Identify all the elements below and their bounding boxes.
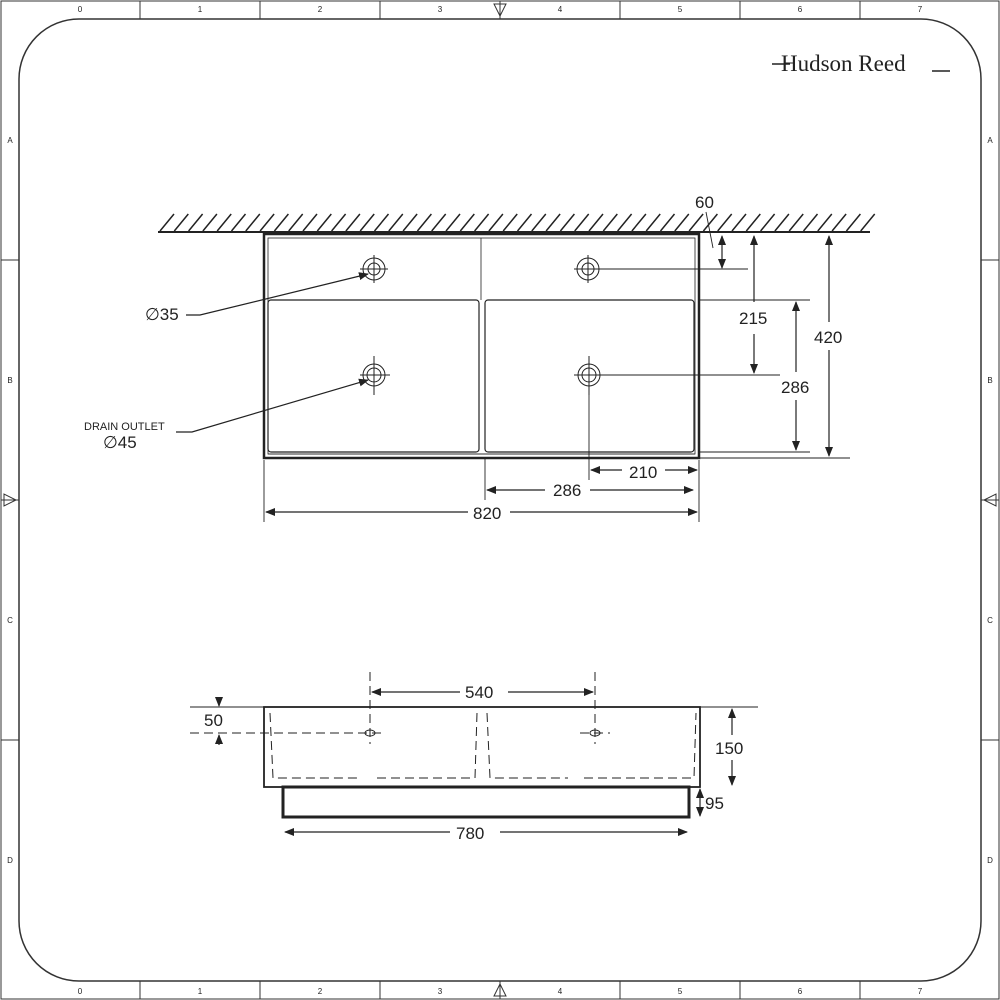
front-view-labels: 540 50 150 95 780 bbox=[204, 683, 743, 843]
dim-bowl-width: 286 bbox=[553, 481, 581, 500]
grid-column-label: 7 bbox=[918, 5, 923, 14]
drain-left bbox=[360, 356, 390, 395]
brand-name: Hudson Reed bbox=[781, 51, 906, 76]
grid-row-label: C bbox=[7, 616, 13, 625]
grid-column-label: 7 bbox=[918, 987, 923, 996]
grid-row-label: D bbox=[987, 856, 993, 865]
grid-row-label: B bbox=[7, 376, 12, 385]
grid-column-label: 0 bbox=[78, 987, 83, 996]
tap-hole-right bbox=[574, 255, 602, 283]
drain-outlet-label: DRAIN OUTLET bbox=[84, 421, 165, 433]
grid-column-label: 4 bbox=[558, 5, 563, 14]
dim-basin-height: 150 bbox=[715, 739, 743, 758]
grid-column-label: 5 bbox=[678, 5, 683, 14]
grid-column-label: 2 bbox=[318, 987, 323, 996]
grid-row-label: D bbox=[7, 856, 13, 865]
drain-right bbox=[574, 356, 604, 395]
dim-tap-from-wall: 60 bbox=[695, 193, 714, 212]
dim-bowl-depth: 286 bbox=[781, 378, 809, 397]
dim-drain-from-wall: 215 bbox=[739, 309, 767, 328]
wall-hatching bbox=[159, 213, 876, 232]
dim-total-width: 820 bbox=[473, 504, 501, 523]
grid-row-label: B bbox=[987, 376, 992, 385]
grid-column-label: 6 bbox=[798, 5, 803, 14]
grid-column-label: 5 bbox=[678, 987, 683, 996]
tap-hole-diameter-label: ∅35 bbox=[145, 305, 179, 324]
grid-column-label: 2 bbox=[318, 5, 323, 14]
brand-logo: Hudson Reed bbox=[772, 51, 950, 76]
front-view bbox=[190, 672, 758, 836]
dim-plinth-height: 95 bbox=[705, 794, 724, 813]
plan-view-labels: ∅35 DRAIN OUTLET ∅45 60 215 286 420 210 … bbox=[84, 193, 842, 523]
dim-total-depth: 420 bbox=[814, 328, 842, 347]
grid-row-label: A bbox=[7, 136, 13, 145]
grid-column-label: 4 bbox=[558, 987, 563, 996]
plan-view bbox=[158, 211, 876, 522]
tap-hole-left bbox=[360, 255, 388, 283]
grid-column-label: 1 bbox=[198, 987, 203, 996]
grid-row-label: A bbox=[987, 136, 993, 145]
grid-column-label: 0 bbox=[78, 5, 83, 14]
grid-column-label: 3 bbox=[438, 987, 443, 996]
drain-diameter-label: ∅45 bbox=[103, 433, 137, 452]
dim-plinth-width: 780 bbox=[456, 824, 484, 843]
grid-row-label: C bbox=[987, 616, 993, 625]
grid-column-label: 6 bbox=[798, 987, 803, 996]
dim-drain-from-edge: 210 bbox=[629, 463, 657, 482]
dim-overflow-from-top: 50 bbox=[204, 711, 223, 730]
grid-column-label: 1 bbox=[198, 5, 203, 14]
dim-overflow-spacing: 540 bbox=[465, 683, 493, 702]
grid-column-label: 3 bbox=[438, 5, 443, 14]
